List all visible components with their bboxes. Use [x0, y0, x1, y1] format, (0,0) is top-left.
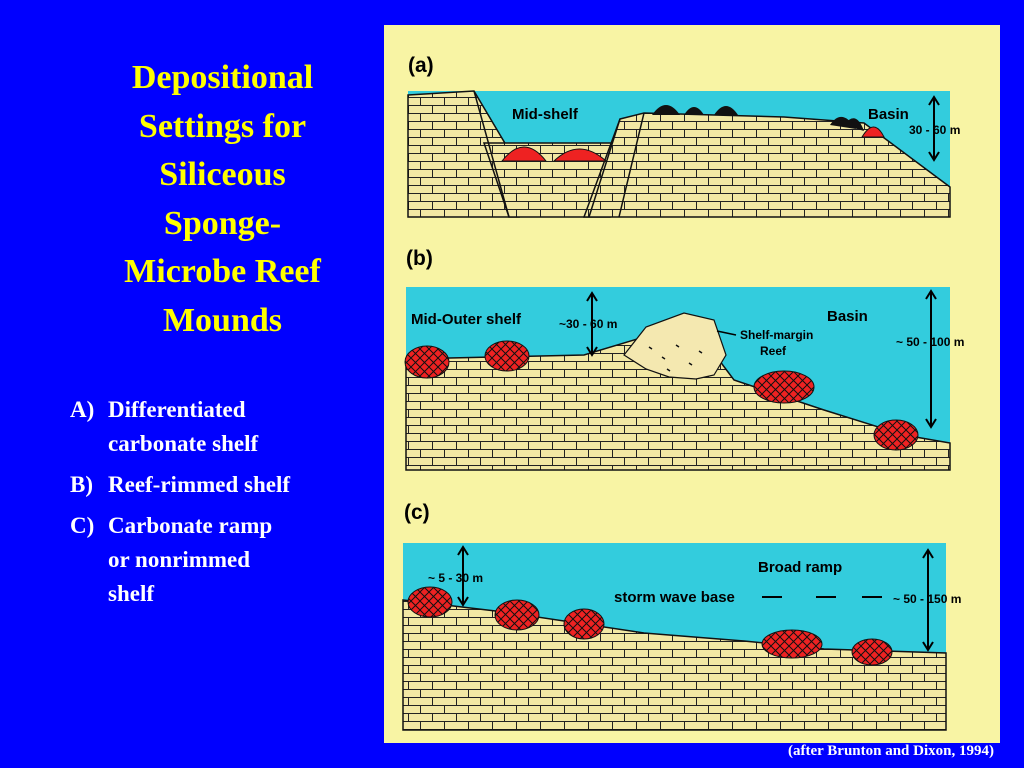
depth-arrow-shelf [586, 291, 598, 357]
reef-mound [851, 638, 893, 666]
reef-mound [753, 370, 815, 404]
title-line: Siliceous [159, 156, 286, 193]
label-mid-shelf: Mid-shelf [512, 106, 579, 123]
bullet-marker: C) [70, 513, 95, 538]
depth-arrow [928, 95, 940, 162]
bullet-text: or nonrimmed [108, 547, 251, 572]
depth-arrow-basin [922, 548, 934, 652]
bullet-item: C) Carbonate ramp or nonrimmed shelf [70, 509, 370, 611]
panel-a: (a) Mid-shelf Basin 30 - 60 m [407, 54, 960, 218]
bullet-text: Carbonate ramp [108, 513, 273, 538]
rock-ramp [402, 599, 947, 731]
rock-shelf [405, 336, 951, 471]
title-line: Sponge- [163, 204, 282, 242]
bullet-item: A) Differentiated carbonate shelf [70, 393, 370, 461]
panel-tag: (a) [408, 54, 434, 77]
depth-arrow-shelf [457, 545, 469, 607]
panel-c: (c) ~ 5 - 30 m Broad ramp storm wave bas… [402, 501, 961, 731]
title-line: Mounds [162, 301, 283, 339]
label-reef: Reef [760, 344, 787, 358]
panel-tag: (b) [406, 247, 433, 270]
label-depth-shelf: ~30 - 60 m [559, 317, 617, 331]
slide-title: Depositional Settings for Siliceous Spon… [60, 54, 385, 345]
title-line: Microbe Reef [124, 253, 321, 290]
reef-mound [484, 340, 530, 372]
bullet-text: Differentiated [108, 397, 246, 422]
panel-tag: (c) [404, 501, 430, 524]
reef-mound [404, 345, 450, 379]
label-mid-outer-shelf: Mid-Outer shelf [411, 311, 522, 328]
reef-mound [552, 148, 608, 162]
bullet-marker: A) [70, 397, 95, 422]
label-basin: Basin [827, 308, 868, 325]
label-shelf-margin: Shelf-margin [740, 328, 813, 342]
leader-line [716, 330, 737, 336]
label-broad-ramp: Broad ramp [758, 559, 842, 576]
reef-mound [761, 629, 823, 659]
title-line: Depositional [131, 59, 314, 96]
reef-mound [500, 146, 548, 162]
fault-line [473, 90, 645, 218]
depositional-diagram: (a) Mid-shelf Basin 30 - 60 m (b) Mid-Ou… [402, 54, 964, 731]
citation: (after Brunton and Dixon, 1994) [788, 743, 994, 759]
bullet-text: shelf [108, 581, 154, 606]
reef-mound [873, 419, 919, 451]
bullet-item: B) Reef-rimmed shelf [70, 468, 370, 502]
bullet-marker: B) [70, 472, 93, 497]
reef-debris [648, 344, 703, 372]
panel-b: (b) Mid-Outer shelf ~30 - 60 m Shelf-mar… [404, 247, 964, 471]
shelf-margin-reef [623, 312, 727, 380]
depth-arrow-basin [925, 289, 937, 429]
figure-panel: (a) Mid-shelf Basin 30 - 60 m (b) Mid-Ou… [384, 25, 1000, 743]
title-line: Settings for [138, 107, 307, 145]
reef-mound [861, 126, 885, 138]
reef-mound [407, 586, 453, 618]
label-basin: Basin [868, 106, 909, 123]
bullet-text: carbonate shelf [108, 431, 259, 456]
reef-mound [494, 599, 540, 631]
bullet-text: Reef-rimmed shelf [108, 472, 291, 497]
label-storm-wave-base: storm wave base [614, 589, 735, 606]
bullet-list: A) Differentiated carbonate shelf B) Ree… [70, 393, 370, 618]
reef-mound [563, 608, 605, 640]
label-depth-shelf: ~ 5 - 30 m [428, 571, 483, 585]
